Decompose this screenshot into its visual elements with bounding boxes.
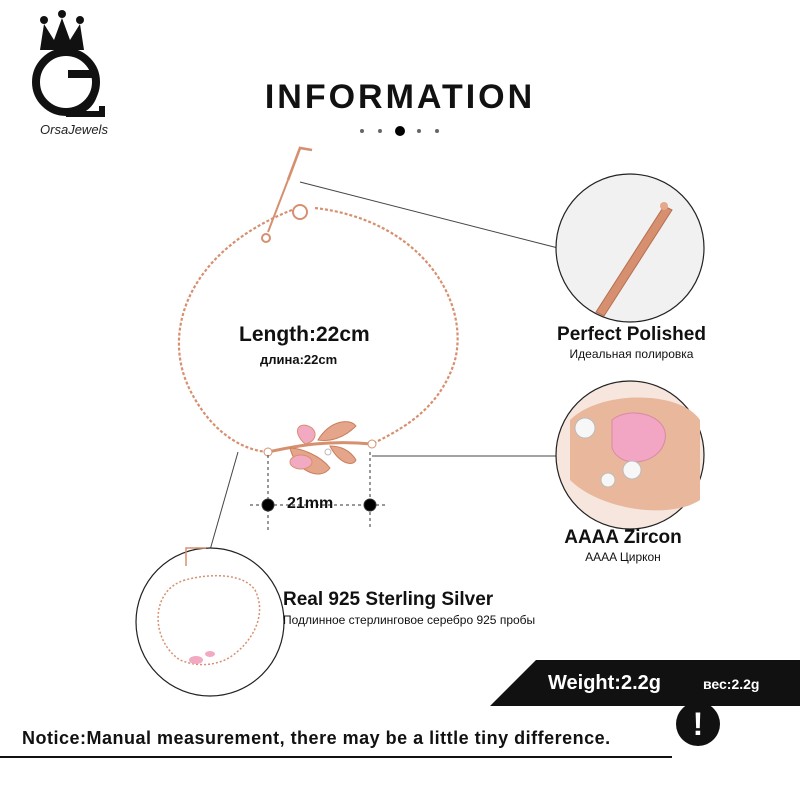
silver-subtitle: Подлинное стерлинговое серебро 925 пробы — [283, 613, 536, 627]
length-label-ru: длина:22cm — [260, 352, 338, 367]
polished-detail — [555, 173, 705, 323]
weight-label-ru: вес:2.2g — [703, 676, 760, 692]
polished-subtitle: Идеальная полировка — [569, 347, 694, 361]
width-measure — [250, 452, 386, 530]
title-dots — [360, 126, 440, 136]
notice-bar — [0, 722, 672, 758]
zircon-title: AAAA Zircon — [564, 527, 682, 548]
zircon-subtitle: AAAA Циркон — [585, 550, 661, 564]
polished-title: Perfect Polished — [557, 324, 706, 345]
full-bracelet-thumbnail — [135, 547, 285, 697]
leaf-charm — [263, 421, 377, 475]
length-label: Length:22cm — [239, 323, 370, 346]
brand-name: OrsaJewels — [40, 122, 108, 137]
clasp — [261, 146, 313, 243]
weight-label: Weight:2.2g — [548, 672, 661, 694]
charm-width-label: 21mm — [287, 495, 334, 512]
bracelet-chain — [177, 206, 459, 454]
orsa-logo-icon — [32, 10, 105, 117]
weight-banner — [490, 660, 800, 706]
silver-title: Real 925 Sterling Silver — [283, 589, 494, 610]
notice-text: Notice:Manual measurement, there may be … — [22, 728, 611, 748]
zircon-detail — [555, 380, 705, 530]
exclamation-icon: ! — [676, 702, 720, 746]
page-title: INFORMATION — [264, 78, 536, 116]
